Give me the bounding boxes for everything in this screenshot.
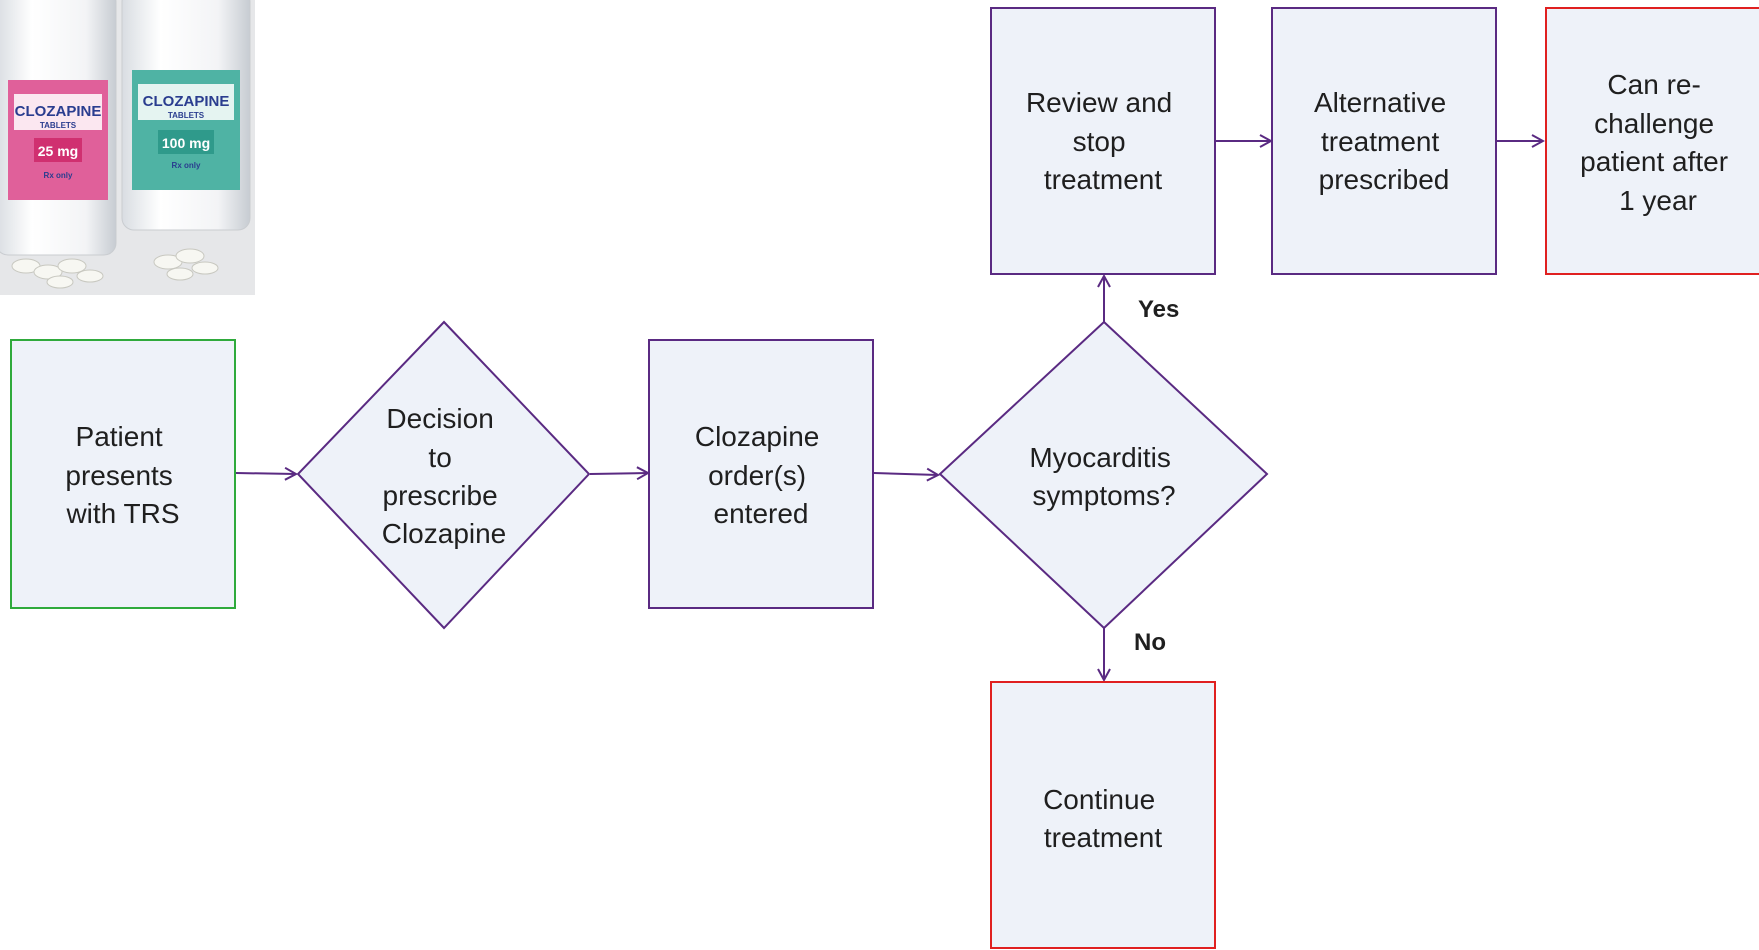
- bottle-strength-text: 100 mg: [162, 135, 210, 151]
- node-line: presents: [65, 460, 172, 491]
- flow-node-decision-prescribe: Decision to prescribe Clozapine: [296, 320, 591, 630]
- bottle-rx-text: Rx only: [44, 171, 73, 180]
- flow-node-alternative: Alternative treatment prescribed: [1271, 7, 1497, 275]
- node-line: Clozapine: [382, 518, 507, 549]
- arrow-orders-to-symptoms: [873, 473, 938, 475]
- svg-text:Can re- challenge: Can re- challenge patient after 1 year: [1580, 69, 1736, 216]
- node-line: prescribed: [1319, 164, 1450, 195]
- node-line: stop: [1073, 126, 1126, 157]
- continue-box: [990, 681, 1216, 949]
- alternative-box: [1271, 7, 1497, 275]
- rechallenge-box: [1545, 7, 1759, 275]
- node-line: patient after: [1580, 146, 1728, 177]
- tablets: [11, 248, 219, 289]
- edge-label-no: No: [1134, 629, 1166, 656]
- svg-text:Continue treatment: Continue treatment: [1043, 784, 1163, 853]
- node-line: Alternative: [1314, 87, 1446, 118]
- flow-node-continue: Continue treatment: [990, 681, 1216, 949]
- bottle-brand-text: CLOZAPINE: [143, 93, 230, 110]
- node-line: to: [428, 442, 451, 473]
- flow-node-decision-symptoms: Myocarditis symptoms?: [938, 320, 1269, 630]
- svg-text:Myocarditis symptoms?: Myocarditis symptoms?: [1029, 442, 1178, 511]
- node-line: prescribe: [383, 480, 498, 511]
- flow-node-orders: Clozapine order(s) entered: [648, 339, 874, 609]
- arrow-start-to-decision: [235, 473, 296, 474]
- node-line: treatment: [1044, 164, 1162, 195]
- node-line: order(s): [708, 460, 806, 491]
- bottle-form-text: TABLETS: [40, 121, 77, 130]
- review-box: [990, 7, 1216, 275]
- edge-label-yes: Yes: [1138, 296, 1179, 323]
- node-line: symptoms?: [1032, 480, 1175, 511]
- bottle-100mg: CLOZAPINE TABLETS 100 mg Rx only: [121, 0, 251, 231]
- connectors: [235, 141, 1543, 680]
- node-line: Myocarditis: [1029, 442, 1171, 473]
- decision-symptoms-diamond: [938, 320, 1269, 630]
- bottle-form-text: TABLETS: [168, 111, 205, 120]
- flow-node-review: Review and stop treatment: [990, 7, 1216, 275]
- bottle-strength-box: [158, 130, 214, 154]
- node-line: Continue: [1043, 784, 1155, 815]
- node-line: Patient: [76, 421, 163, 452]
- orders-box: [648, 339, 874, 609]
- arrow-decision-to-orders: [589, 473, 648, 474]
- svg-text:Alternative treatment: Alternative treatment prescribed: [1314, 87, 1454, 195]
- flow-node-rechallenge: Can re- challenge patient after 1 year: [1545, 7, 1759, 275]
- node-line: Can re-: [1607, 69, 1700, 100]
- svg-text:Review and stop tr: Review and stop treatment: [1026, 87, 1180, 195]
- node-line: treatment: [1321, 126, 1439, 157]
- svg-text:Patient presents w: Patient presents with TRS: [65, 421, 180, 529]
- start-box: [10, 339, 236, 609]
- svg-text:Clozapine order(s): Clozapine order(s) entered: [695, 421, 827, 529]
- svg-text:Decision to prescr: Decision to prescribe Clozapine: [382, 403, 507, 549]
- bottle-25mg: CLOZAPINE TABLETS 25 mg Rx only: [0, 0, 117, 256]
- flow-node-start: Patient presents with TRS: [10, 339, 236, 609]
- node-line: Review and: [1026, 87, 1172, 118]
- bottle-strength-text: 25 mg: [38, 143, 78, 159]
- node-line: Decision: [386, 403, 493, 434]
- node-line: Clozapine: [695, 421, 820, 452]
- bottle-label-panel: [14, 94, 102, 130]
- node-line: with TRS: [65, 498, 179, 529]
- bottle-brand-text: CLOZAPINE: [15, 103, 102, 120]
- node-line: 1 year: [1619, 185, 1697, 216]
- node-line: treatment: [1044, 822, 1162, 853]
- bottle-strength-box: [34, 138, 82, 162]
- clozapine-bottles-photo: CLOZAPINE TABLETS 25 mg Rx only CLOZAPIN…: [0, 0, 255, 295]
- bottle-label-panel: [138, 84, 234, 120]
- decision-prescribe-diamond: [296, 320, 591, 630]
- node-line: challenge: [1594, 108, 1714, 139]
- bottle-rx-text: Rx only: [172, 161, 201, 170]
- node-line: entered: [714, 498, 809, 529]
